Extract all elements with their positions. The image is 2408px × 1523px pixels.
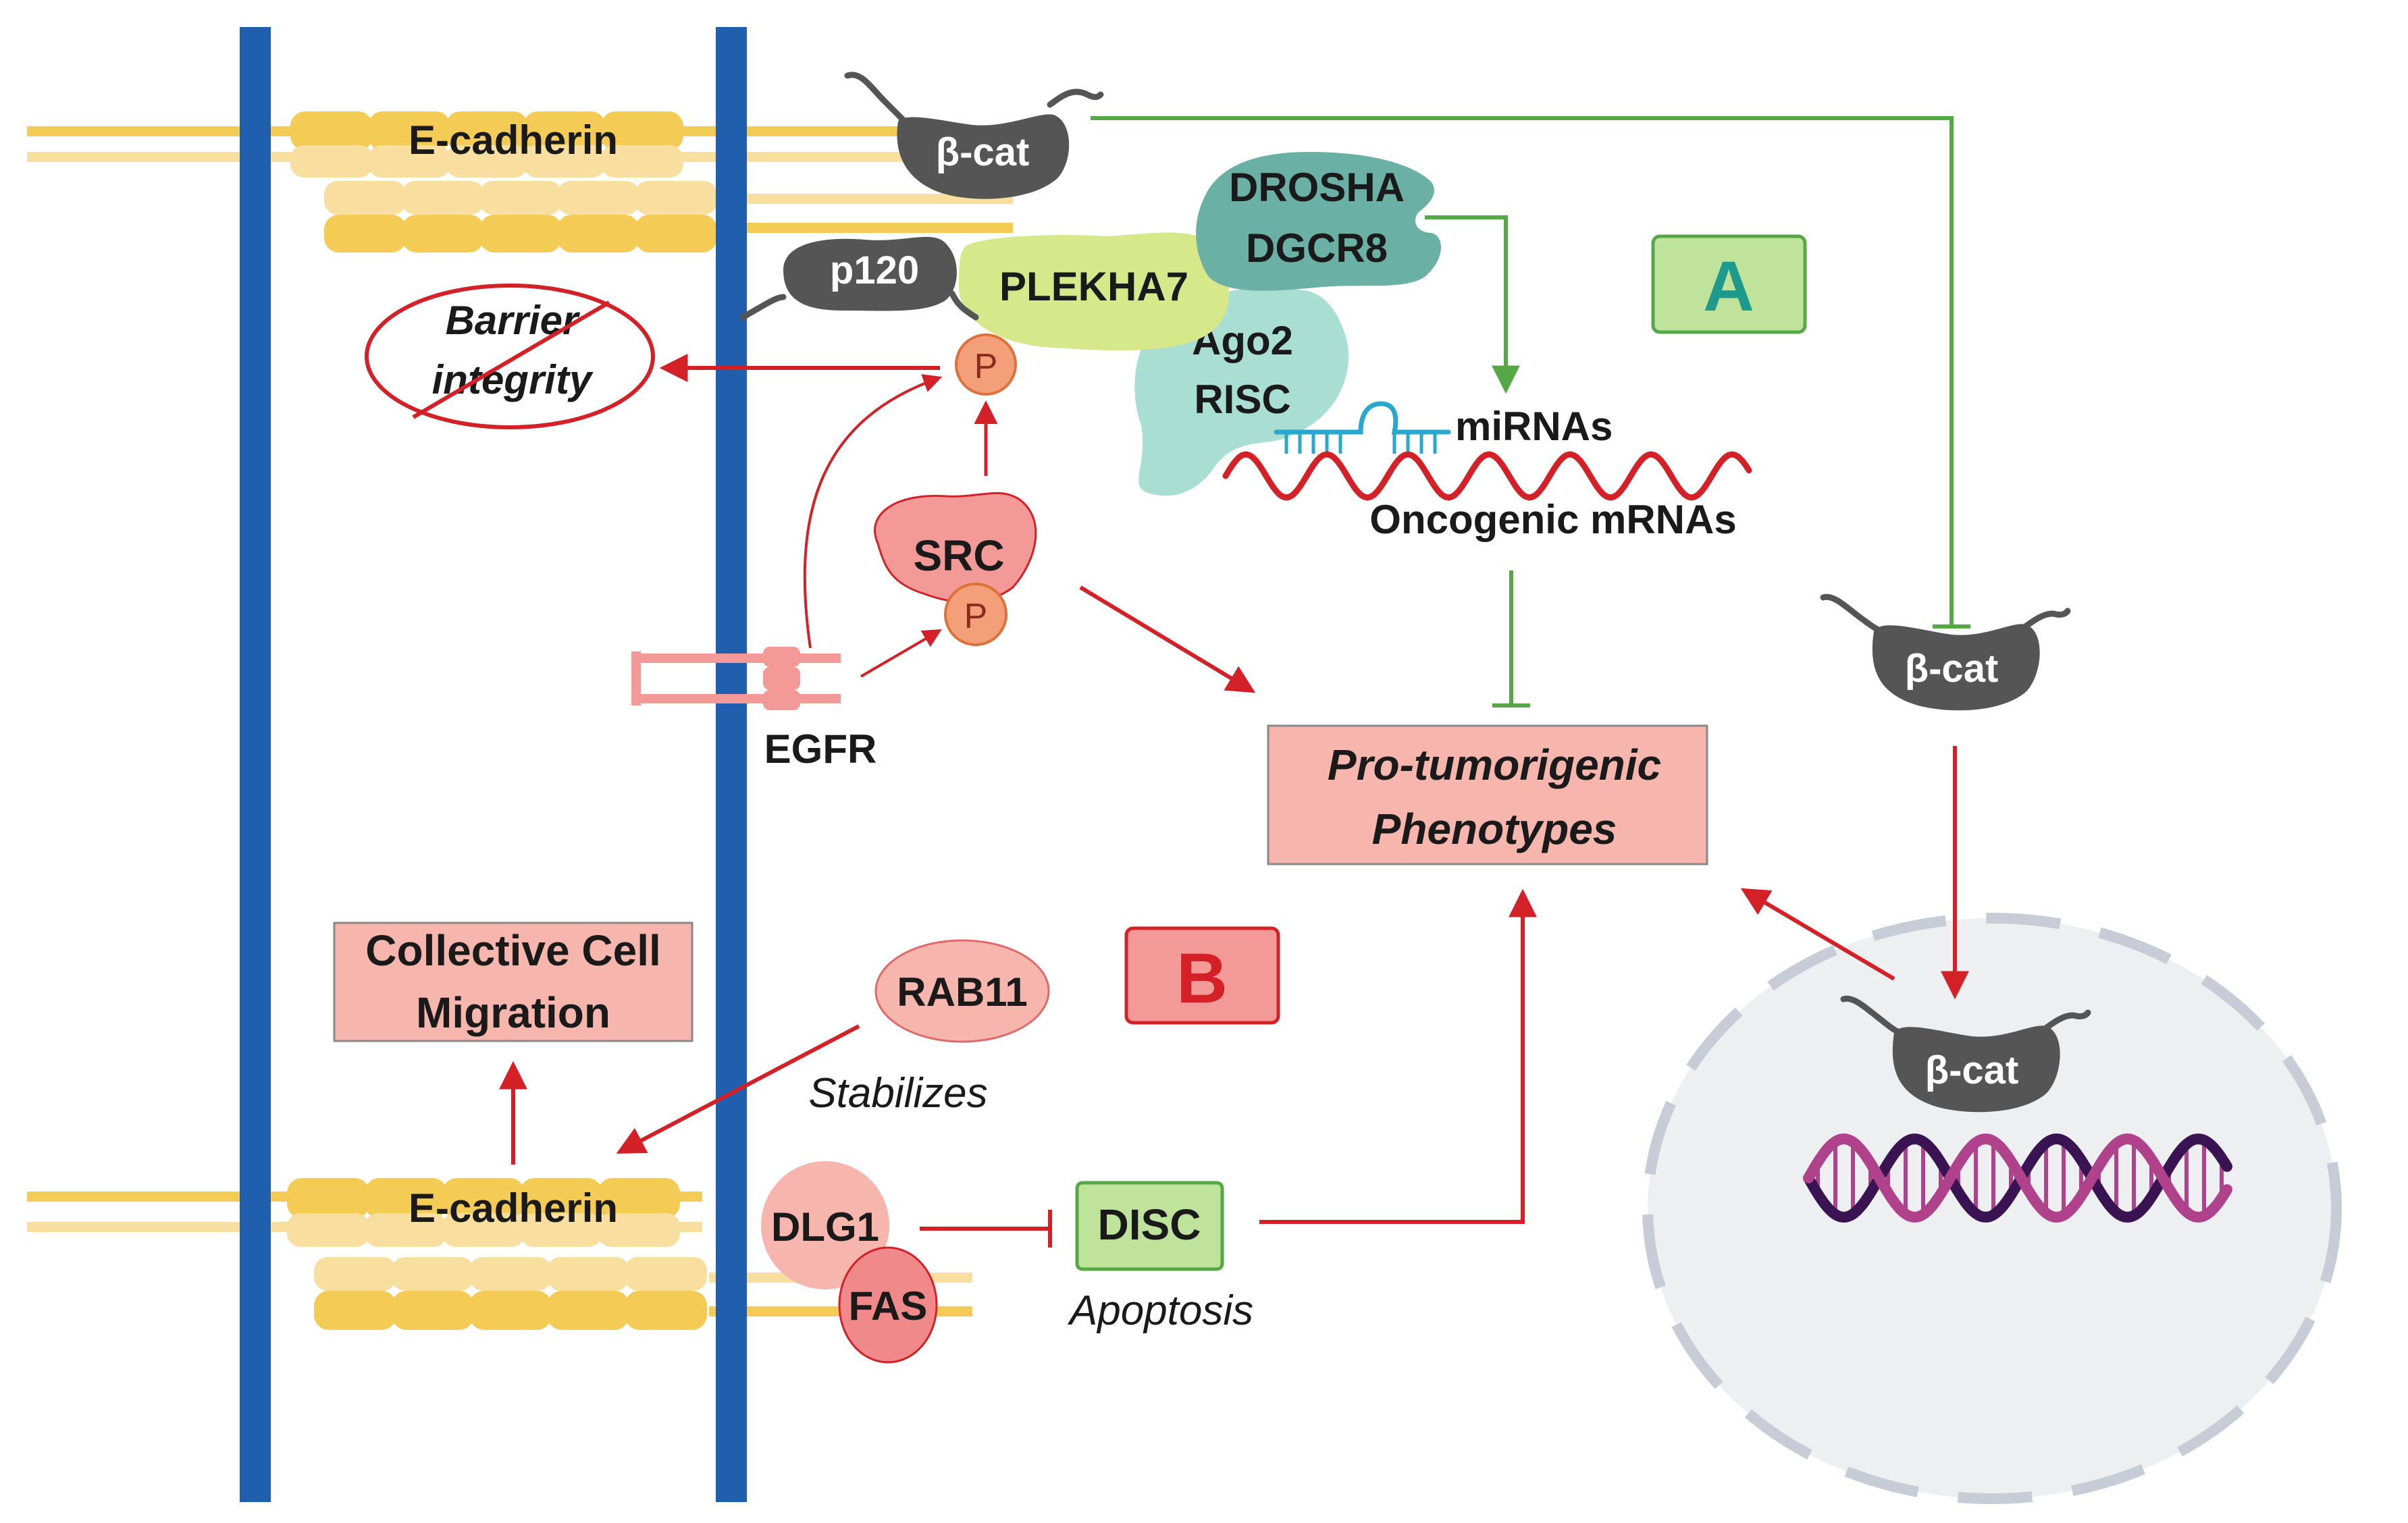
cadherin-beads-top: [290, 111, 717, 252]
plekha7-protein: PLEKHA7: [959, 232, 1229, 351]
mirnas-label: miRNAs: [1455, 404, 1613, 449]
panel-a-label: A: [1703, 247, 1754, 326]
egfr-receptor: EGFR: [631, 647, 876, 772]
barrier-integrity-node: Barrier integrity: [365, 284, 655, 429]
p-top-label: P: [974, 347, 998, 386]
barrier-label-line2: integrity: [432, 357, 594, 402]
collective-migration-box: Collective Cell Migration: [333, 921, 693, 1042]
plekha7-label: PLEKHA7: [999, 264, 1188, 309]
phospho-p120: P: [955, 333, 1017, 396]
rab11-to-ecad-arrow: [616, 1024, 860, 1154]
apoptosis-label: Apoptosis: [1067, 1287, 1253, 1334]
pro-tumorigenic-box: Pro-tumorigenic Phenotypes: [1267, 724, 1708, 865]
drosha-dgcr8-complex: DROSHA DGCR8: [1196, 152, 1441, 291]
disc-label: DISC: [1098, 1200, 1201, 1249]
bcat-top-label: β-cat: [936, 130, 1030, 174]
bcat-top: β-cat: [844, 72, 1104, 199]
p-src-label: P: [964, 597, 988, 636]
panel-b-label: B: [1176, 939, 1228, 1018]
bcat-right: β-cat: [1820, 593, 2071, 711]
nucleus-to-protumor-arrow: [1740, 888, 1895, 981]
dlg1-protein: DLG1: [761, 1161, 889, 1289]
fas-label: FAS: [849, 1283, 928, 1329]
pro-label-line1: Pro-tumorigenic: [1328, 741, 1661, 789]
ccm-label-line2: Migration: [416, 988, 610, 1037]
rab11-label: RAB11: [897, 969, 1027, 1015]
drosha-to-mirna-arrow: [1425, 215, 1520, 394]
p120-protein: p120: [739, 236, 979, 321]
bcat-right-label: β-cat: [1905, 647, 1999, 691]
fas-protein: FAS: [838, 1246, 938, 1364]
src-label: SRC: [913, 531, 1004, 580]
dgcr8-label: DGCR8: [1246, 225, 1388, 271]
pro-label-line2: Phenotypes: [1372, 805, 1617, 853]
drosha-label: DROSHA: [1229, 165, 1405, 210]
barrier-label-line1: Barrier: [446, 298, 581, 343]
src-to-protumor-arrow: [1079, 585, 1256, 693]
panel-a-badge: A: [1651, 234, 1807, 334]
egfr-label: EGFR: [764, 726, 877, 772]
oncogenic-mrnas-label: Oncogenic mRNAs: [1369, 497, 1736, 542]
membrane-right: [716, 27, 747, 1502]
disc-to-protumor-arrow: [1259, 888, 1537, 1224]
bcat-nucleus: β-cat: [1840, 995, 2091, 1113]
p120-label: p120: [830, 248, 919, 292]
disc-box: DISC: [1075, 1181, 1224, 1271]
dna-helix-icon: [1803, 1133, 2232, 1223]
cadherin-beads-bottom: [287, 1178, 707, 1330]
cadherin-junction-top: E-cadherin: [27, 111, 1013, 252]
mirna-hairpin: miRNAs: [1274, 401, 1613, 454]
src-protein: SRC: [874, 491, 1037, 604]
egfr-to-p-arrow: [803, 374, 943, 649]
mrna-inhibition-line: [1492, 570, 1530, 707]
ecadherin-bottom-label: E-cadherin: [409, 1185, 618, 1231]
egfr-to-src-arrow: [860, 629, 942, 678]
membrane-left: [240, 27, 271, 1502]
bcat-nucleus-label: β-cat: [1925, 1048, 2019, 1092]
bcat-inhibition-line: [1091, 116, 1970, 629]
rab11-protein: RAB11: [874, 939, 1050, 1043]
risc-label: RISC: [1194, 377, 1290, 422]
dlg1-label: DLG1: [771, 1204, 879, 1250]
stabilizes-label: Stabilizes: [808, 1070, 987, 1117]
oncogenic-mrna: Oncogenic mRNAs: [1222, 451, 1752, 542]
phospho-src: P: [944, 583, 1007, 646]
dlg1-inhibition-line: [920, 1210, 1052, 1248]
ccm-label-line1: Collective Cell: [365, 926, 661, 975]
panel-b-badge: B: [1124, 926, 1280, 1025]
ecadherin-top-label: E-cadherin: [409, 117, 618, 163]
